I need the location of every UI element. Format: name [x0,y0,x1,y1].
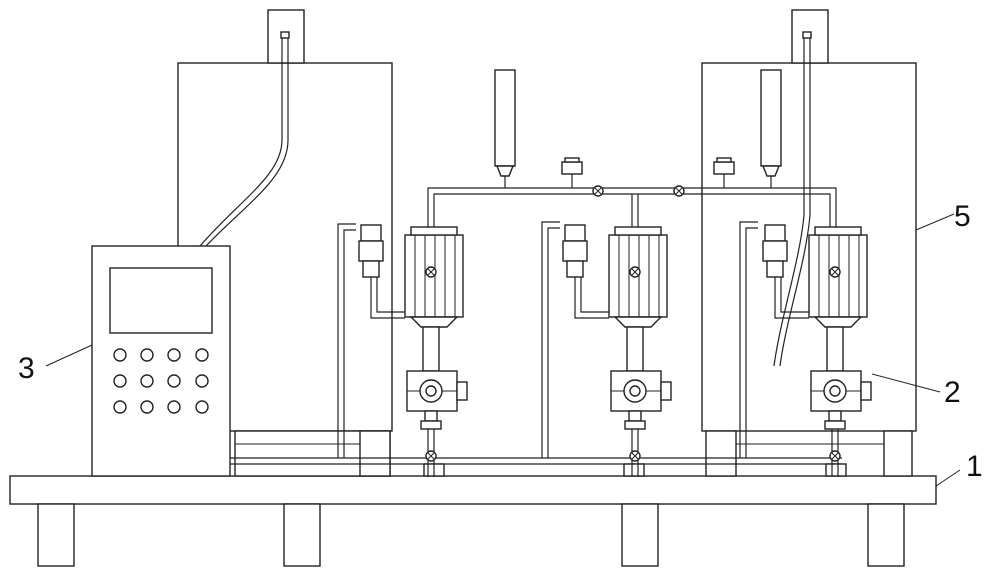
callout-label-pump: 2 [944,376,961,409]
callout-controller: 3 [18,344,93,385]
callout-label-controller: 3 [18,352,35,385]
callout-pump: 2 [871,373,961,409]
bottom-collection-pipe [230,457,847,477]
keypad [113,348,209,414]
suction-pipes [337,221,758,458]
callout-base: 1 [935,450,983,487]
accumulator-left [494,69,516,188]
callout-tank: 5 [915,200,971,233]
pressure-gauge-left [561,157,583,188]
display-screen [109,267,213,334]
control-cabinet [91,245,231,477]
tank-feed-hoses [199,31,812,367]
accumulator-right [760,69,782,188]
callout-label-base: 1 [966,450,983,483]
pressure-gauge-right [713,157,735,188]
pump-unit-middle [562,224,672,478]
base-platform [9,475,937,567]
callout-label-tank: 5 [954,200,971,233]
